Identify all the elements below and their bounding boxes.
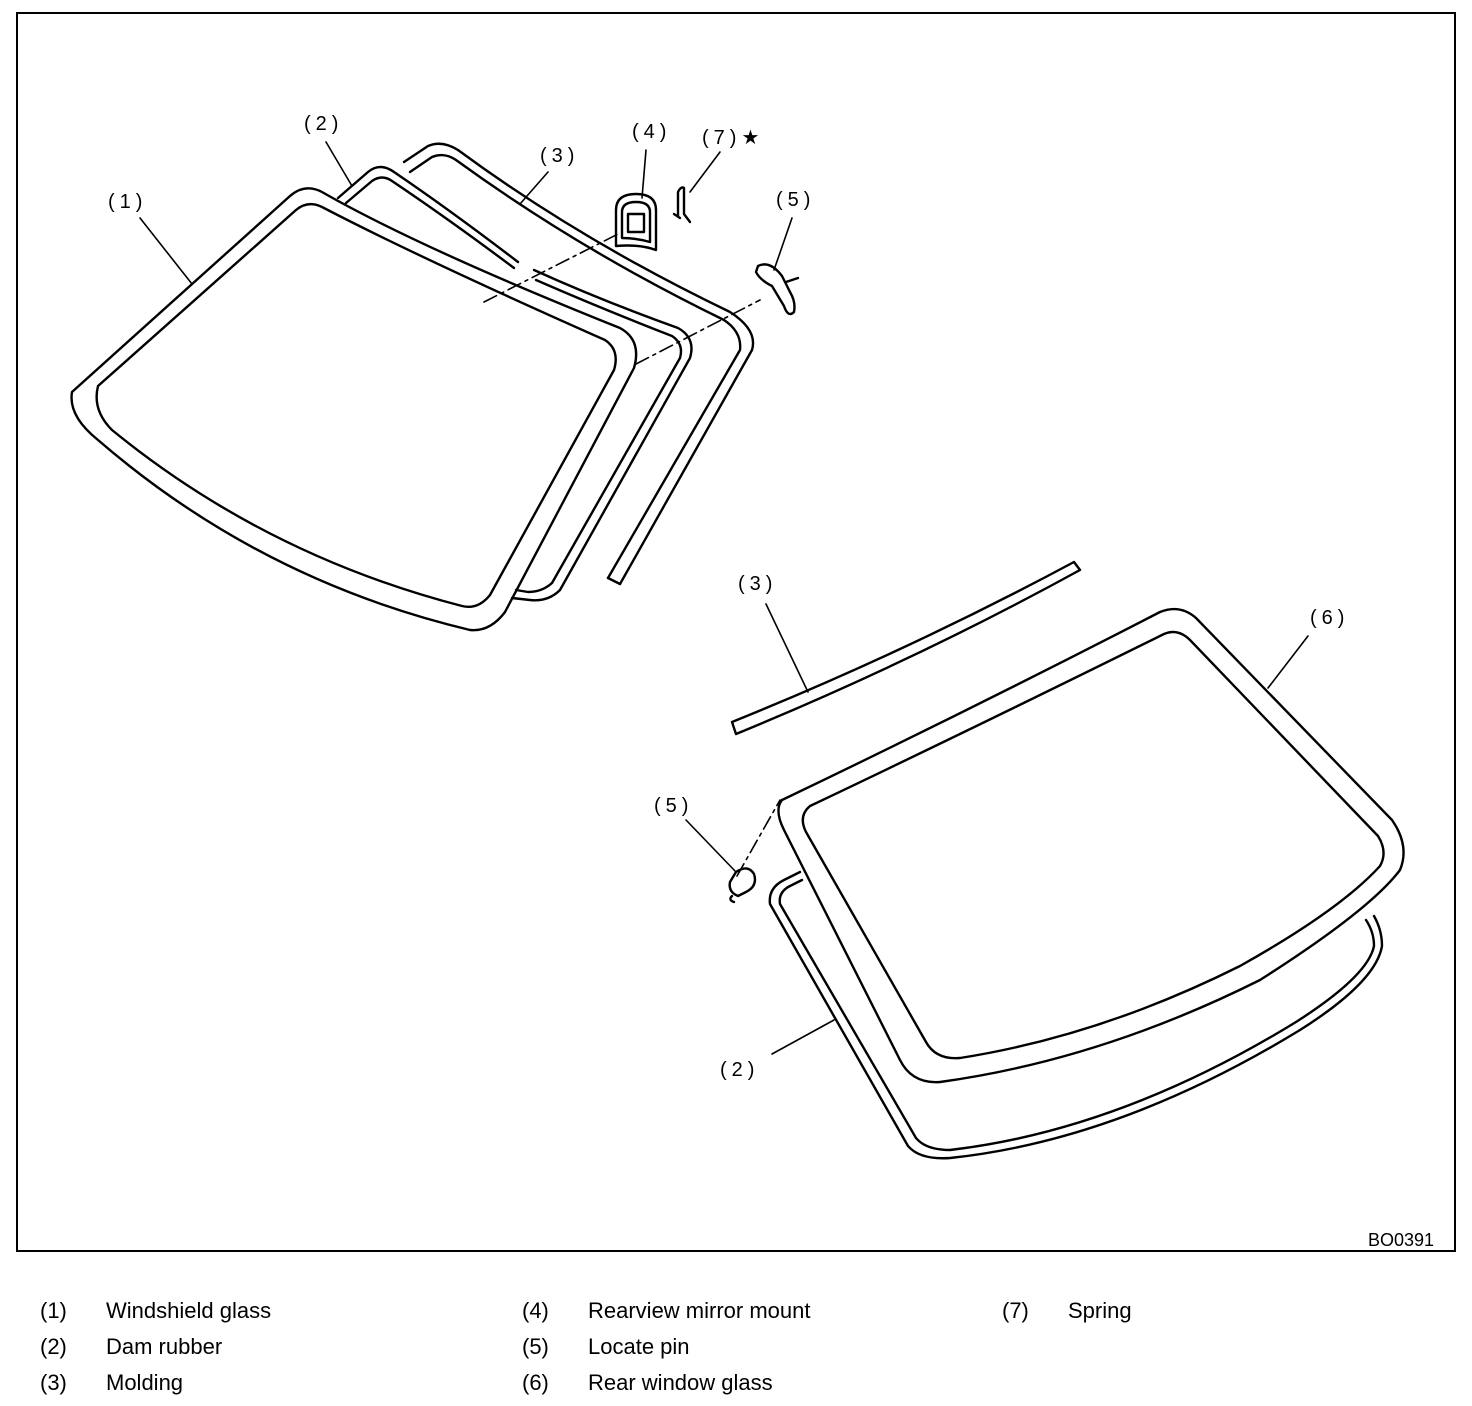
legend-label: Rearview mirror mount [588,1298,811,1323]
legend-label: Windshield glass [106,1298,272,1323]
legend-number: (7) [1002,1298,1029,1323]
windshield-glass [70,187,638,632]
dam-rubber-rear [768,870,1384,1160]
legend-number: (6) [522,1370,549,1395]
callout-6: (6) [1310,607,1349,629]
legend-number: (2) [40,1334,67,1359]
diagram-frame [16,12,1456,1252]
locate-pin-front [754,263,800,316]
callout-3-bottom: (3) [738,573,777,595]
spring [672,186,692,224]
legend-label: Locate pin [588,1334,690,1359]
callout-3-top: (3) [540,145,579,167]
windshield-exploded-diagram: (1) (2) (3) (4) (7)★ (5) (3) (6) (5) (2)… [70,113,1434,1250]
callout-5-top: (5) [776,189,815,211]
legend-number: (5) [522,1334,549,1359]
legend-number: (3) [40,1370,67,1395]
alignment-lines [483,233,781,877]
callout-7: (7)★ [702,127,764,149]
legend-number: (4) [522,1298,549,1323]
molding-front [402,142,755,586]
parts-legend: (1) Windshield glass (2) Dam rubber (3) … [0,1290,1472,1400]
callout-2-top: (2) [304,113,343,135]
callout-4: (4) [632,121,671,143]
legend-label: Dam rubber [106,1334,223,1359]
legend-label: Spring [1068,1298,1132,1323]
molding-rear [730,560,1082,736]
rear-window-glass [777,607,1405,1084]
locate-pin-rear [728,867,757,904]
legend-label: Rear window glass [588,1370,773,1395]
leader-lines [139,141,1309,1055]
callout-5-bottom: (5) [654,795,693,817]
callout-1: (1) [108,191,147,213]
figure-code: BO0391 [1368,1230,1434,1250]
callout-2-bottom: (2) [720,1059,759,1081]
legend-number: (1) [40,1298,67,1323]
rearview-mirror-mount [614,192,658,252]
legend-label: Molding [106,1370,184,1395]
